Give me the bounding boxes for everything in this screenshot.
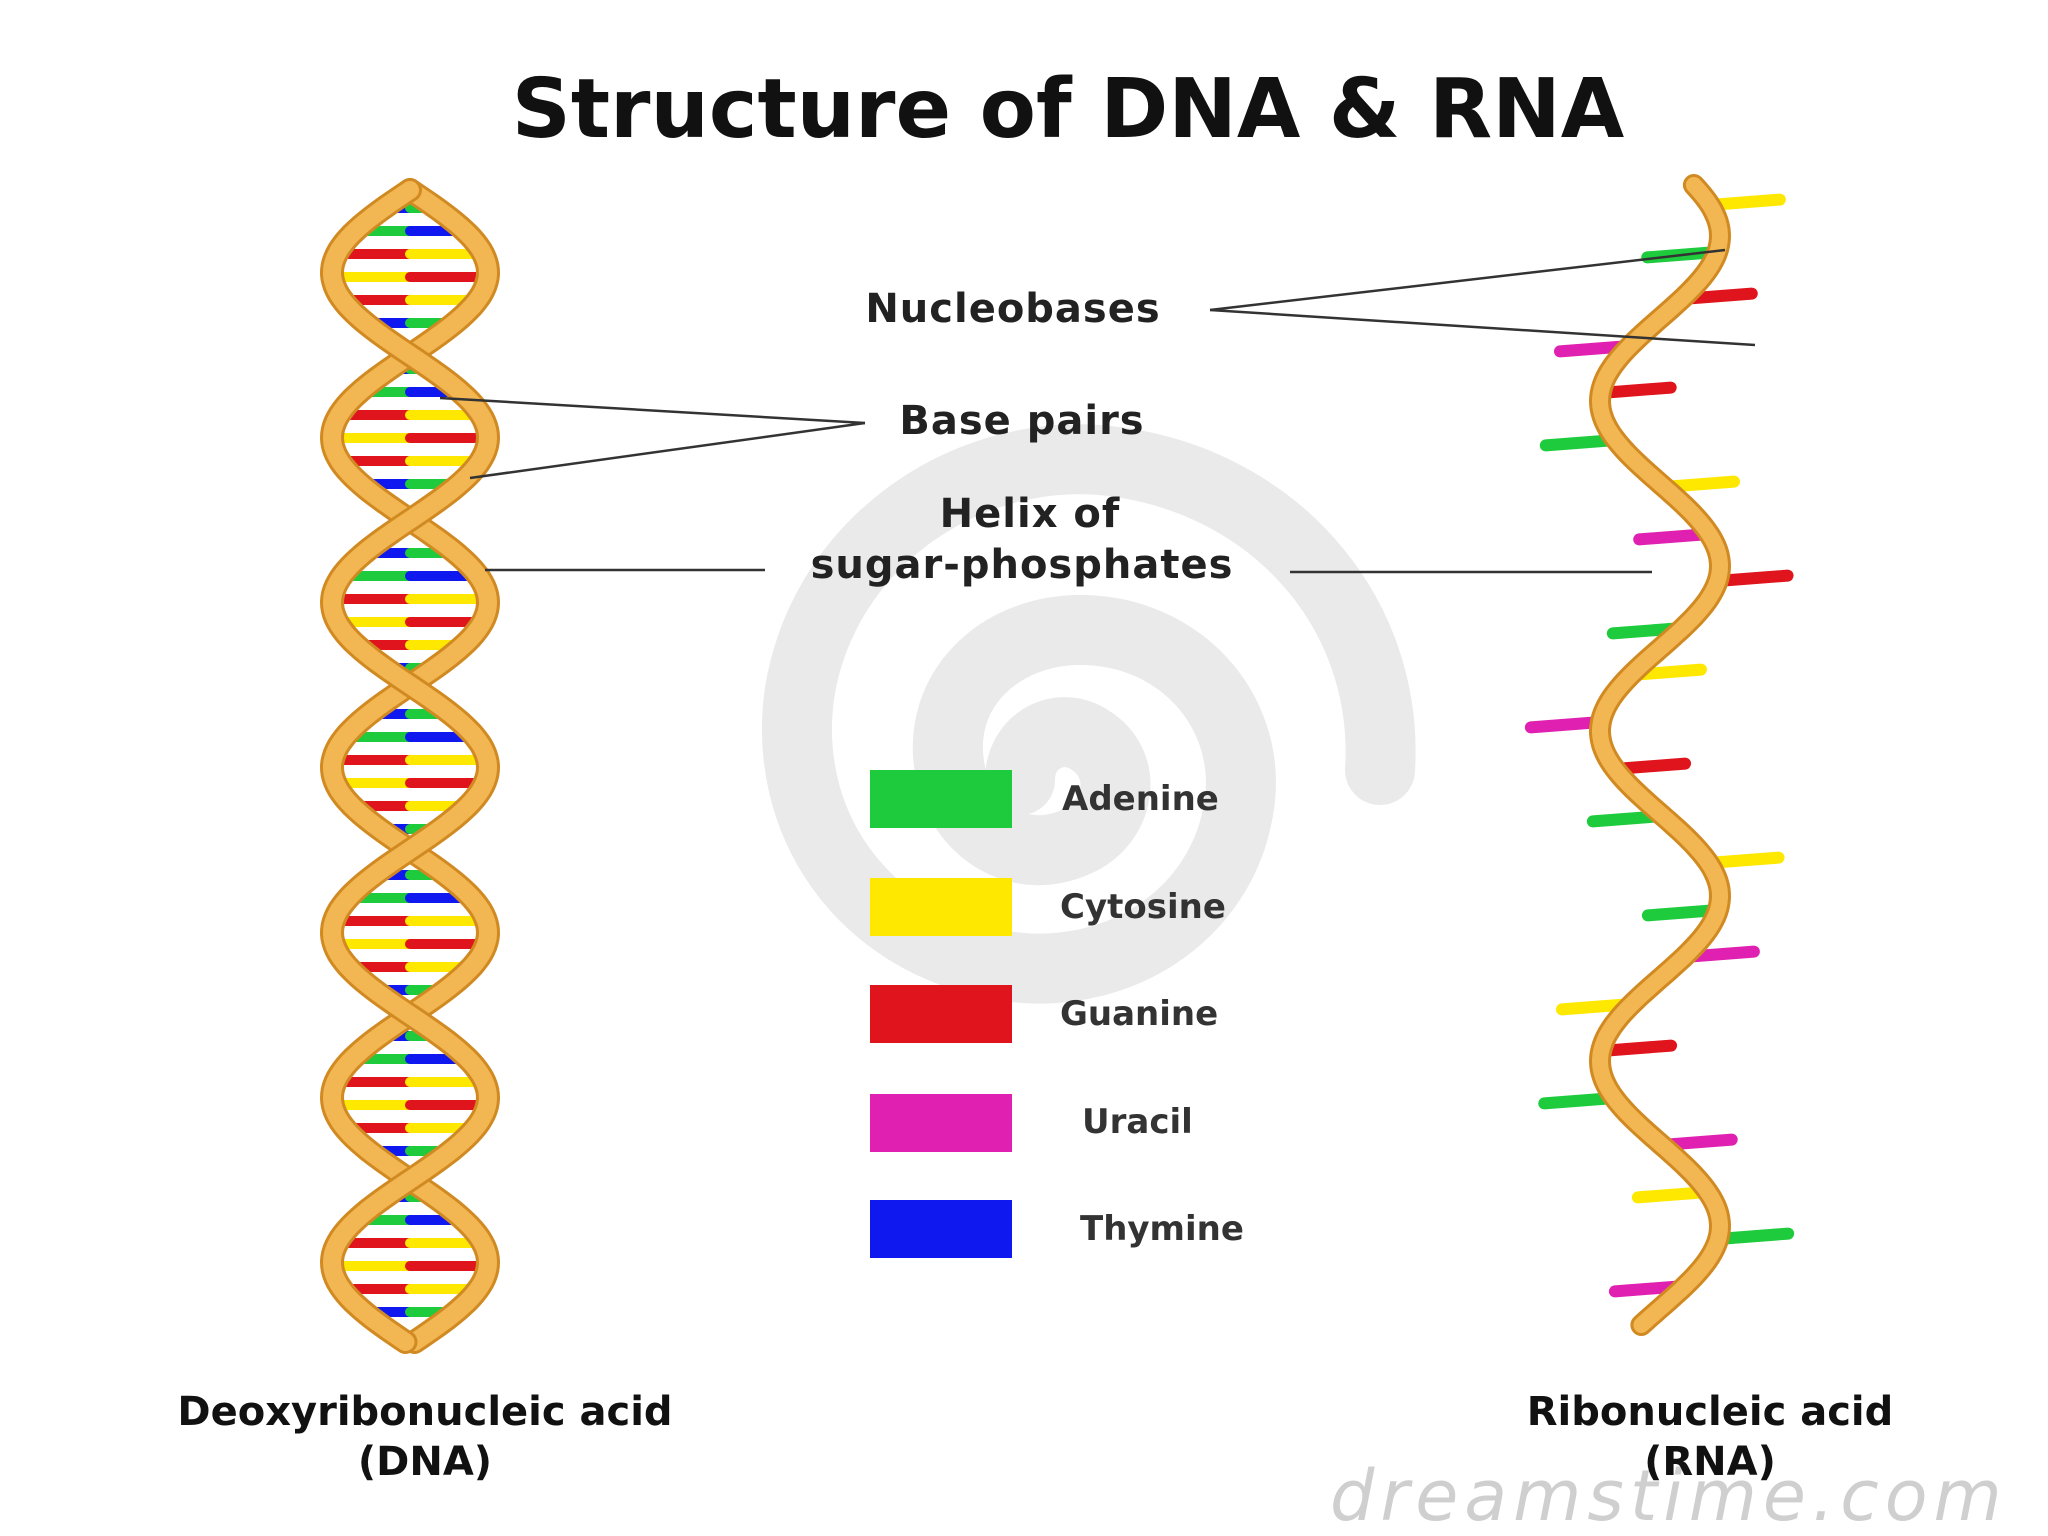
nucleobases-leader-upper xyxy=(1209,248,1726,312)
watermark-spiral xyxy=(761,424,1416,1004)
rna-caption-line2: (RNA) xyxy=(1644,1439,1776,1485)
helix-label-line1: Helix of xyxy=(940,491,1121,537)
legend-swatch-uracil xyxy=(870,1094,1012,1152)
rna-nucleobase xyxy=(1712,1227,1795,1245)
watermark-text: dreamstime.com xyxy=(1330,1455,2008,1536)
rna-single-strand xyxy=(1524,174,1795,1336)
nucleobases-leader-lower xyxy=(1209,308,1756,347)
rna-nucleobase xyxy=(1524,716,1607,734)
legend: Adenine Cytosine Guanine Uracil Thymine xyxy=(870,770,1244,1258)
legend-swatch-cytosine xyxy=(870,878,1012,936)
legend-label-guanine: Guanine xyxy=(1060,994,1218,1034)
legend-swatch-guanine xyxy=(870,985,1012,1043)
legend-label-thymine: Thymine xyxy=(1080,1209,1244,1249)
dna-double-helix xyxy=(319,178,501,1354)
legend-label-uracil: Uracil xyxy=(1082,1102,1193,1142)
rna-nucleobases xyxy=(1524,193,1795,1298)
legend-swatch-adenine xyxy=(870,770,1012,828)
rna-caption-line1: Ribonucleic acid xyxy=(1527,1389,1894,1435)
rna-backbone xyxy=(1591,177,1729,1333)
helix-label-line2: sugar-phosphates xyxy=(811,542,1234,588)
base-pairs-leader-lower xyxy=(469,421,866,480)
dna-backbone-strand-1 xyxy=(322,181,498,1351)
leader-lines xyxy=(439,248,1756,574)
diagram-title: Structure of DNA & RNA xyxy=(512,62,1625,157)
legend-label-cytosine: Cytosine xyxy=(1060,887,1226,927)
legend-swatch-thymine xyxy=(870,1200,1012,1258)
base-pairs-leader-upper xyxy=(439,396,866,425)
dna-backbone-strand-2 xyxy=(322,181,498,1351)
base-pairs-label: Base pairs xyxy=(899,398,1144,444)
dna-caption-line2: (DNA) xyxy=(358,1439,492,1485)
nucleobases-label: Nucleobases xyxy=(865,286,1160,332)
rna-nucleobase xyxy=(1594,381,1677,399)
dna-caption-line1: Deoxyribonucleic acid xyxy=(177,1389,672,1435)
legend-label-adenine: Adenine xyxy=(1062,779,1219,819)
